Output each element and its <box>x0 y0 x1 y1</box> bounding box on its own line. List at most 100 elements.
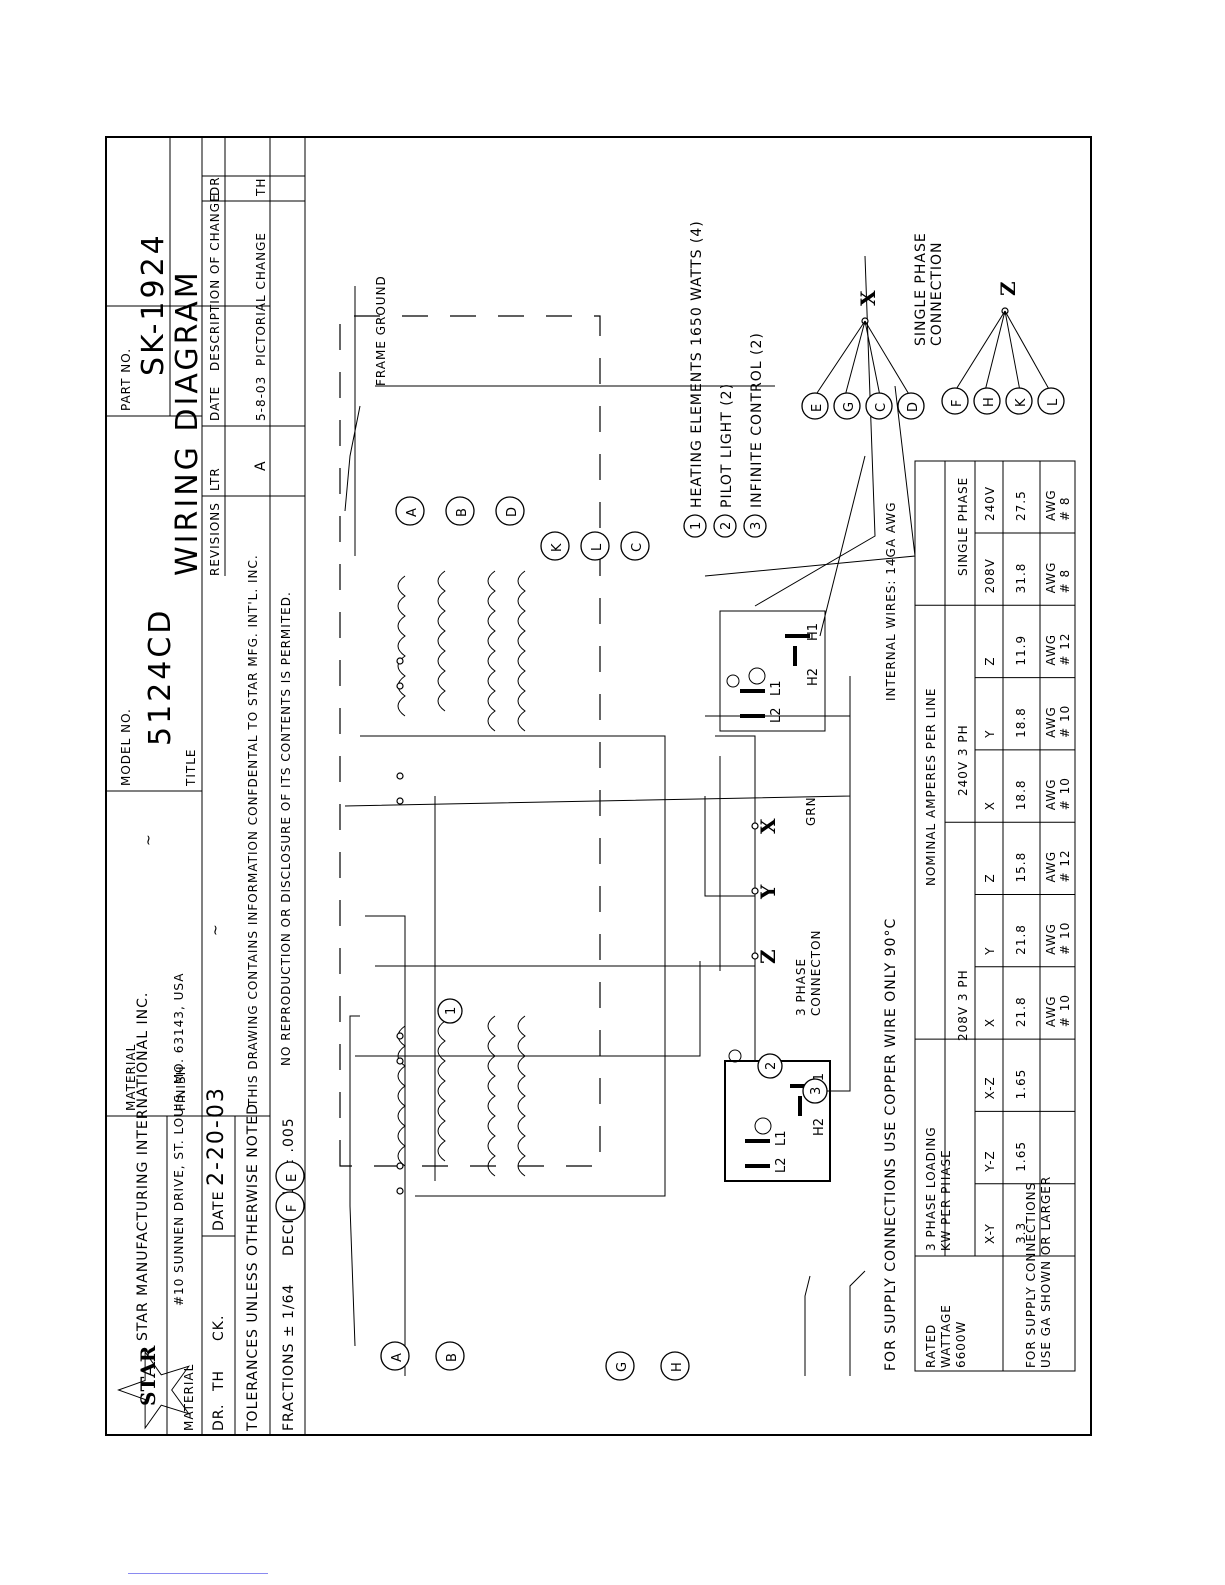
legend-num-1: 1 <box>689 522 704 530</box>
dr-label: DR. <box>211 1404 227 1431</box>
legend-heating-elements: HEATING ELEMENTS 1650 WATTS (4) <box>689 220 705 508</box>
bubble-f-left: F <box>285 1205 300 1212</box>
dr-value: TH <box>211 1370 227 1392</box>
drawing-svg: STAR STAR MANUFACTURING INTERNATIONAL IN… <box>105 136 1092 1436</box>
copper-wire-note: FOR SUPPLY CONNECTIONS USE COPPER WIRE O… <box>883 918 899 1371</box>
table-gauge: # 8 <box>1058 496 1072 521</box>
table-value: 18.8 <box>1014 779 1028 810</box>
table-gauge: # 12 <box>1058 632 1072 665</box>
table-col-head: X <box>983 1018 997 1027</box>
single-phase-group-z: Z F H K L <box>941 281 1065 415</box>
callouts: 1 2 3 <box>437 998 828 1104</box>
table-gauge: # 10 <box>1058 994 1072 1027</box>
frame-ground-label: FRAME GROUND <box>374 275 388 386</box>
group-x-g: G <box>842 402 857 412</box>
control-h1-right: H1 <box>806 623 821 641</box>
tolerances-note: TOLERANCES UNLESS OTHERWISE NOTED <box>245 1103 261 1432</box>
three-phase-label: 3 PHASE <box>794 958 808 1016</box>
model-number: 5124CD <box>143 608 178 746</box>
callout-3: 3 <box>809 1087 824 1095</box>
table-nominal: NOMINAL AMPERES PER LINE <box>924 688 938 887</box>
desc-label: DESCRIPTION OF CHANGE <box>208 193 222 371</box>
finish-value: ~ <box>208 923 224 936</box>
table-awg-label: AWG <box>1044 778 1058 810</box>
table-col-head: Z <box>983 656 997 665</box>
rev-date: 5-8-03 <box>254 376 268 421</box>
bubble-b-left: B <box>445 1353 460 1362</box>
ck-label: CK. <box>211 1315 227 1341</box>
star-logo: STAR <box>117 1345 191 1430</box>
table-col-head: X <box>983 801 997 810</box>
rotated-drawing: STAR STAR MANUFACTURING INTERNATIONAL IN… <box>105 136 1092 1436</box>
fractions-note: FRACTIONS ± 1/64 <box>281 1284 297 1431</box>
table-col-head: Y-Z <box>983 1150 997 1172</box>
table-loading-1: 3 PHASE LOADING <box>924 1126 938 1251</box>
material-label-2: MATERIAL <box>124 1044 138 1111</box>
heating-element-right <box>397 570 526 732</box>
bubble-l-top: L <box>590 543 605 551</box>
bubbles-left: A B G H F E <box>275 1161 690 1381</box>
control-l2-left: L2 <box>774 1157 789 1173</box>
control-h2-left: H2 <box>812 1118 827 1136</box>
legend-num-3: 3 <box>749 522 764 530</box>
table-col-head: 208V <box>983 558 997 593</box>
terminal-x: X <box>756 818 780 834</box>
group-x-c: C <box>874 403 889 412</box>
table-value: 27.5 <box>1014 490 1028 521</box>
table-col-head: Z <box>983 873 997 882</box>
date-value: 2-20-03 <box>204 1086 229 1186</box>
group-z-label: Z <box>996 281 1020 296</box>
table-240-3ph: 240V 3 PH <box>956 724 970 796</box>
table-gauge: # 12 <box>1058 849 1072 882</box>
bubble-k-top: K <box>550 543 565 552</box>
table-value: 11.9 <box>1014 635 1028 666</box>
footer-link-line <box>128 1573 268 1574</box>
table-rated: RATED <box>924 1324 938 1368</box>
wiring <box>344 255 916 1376</box>
company-name: STAR MANUFACTURING INTERNATIONAL INC. <box>135 992 151 1341</box>
single-phase-group-x: X E G C D <box>801 290 925 420</box>
table-awg-label: AWG <box>1044 489 1058 521</box>
title-label: TITLE <box>184 749 198 787</box>
control-h2-right: H2 <box>806 668 821 686</box>
control-l1-left: L1 <box>774 1130 789 1146</box>
bubble-c-top: C <box>630 543 645 552</box>
control-l1-right: L1 <box>769 680 784 696</box>
legend: 1 HEATING ELEMENTS 1650 WATTS (4) 2 PILO… <box>683 220 1065 538</box>
terminal-z: Z <box>756 949 780 964</box>
table-208-3ph: 208V 3 PH <box>956 969 970 1041</box>
grn-label: GRN <box>804 796 818 826</box>
part-label: PART NO. <box>119 348 133 411</box>
table-supply-2: USE GA SHOWN OR LARGER <box>1039 1176 1053 1368</box>
rev-dr-label: DR <box>208 176 222 196</box>
table-value: 15.8 <box>1014 852 1028 883</box>
group-z-h: H <box>982 397 997 407</box>
table-rated-value: 6600W <box>954 1321 968 1368</box>
table-awg-label: AWG <box>1044 851 1058 883</box>
connection-label: CONNECTON <box>809 930 823 1017</box>
terminal-y: Y <box>756 884 780 900</box>
group-x-e: E <box>810 404 825 412</box>
rev-dr: TH <box>254 178 268 197</box>
table-gauge: # 10 <box>1058 922 1072 955</box>
title-block: STAR STAR MANUFACTURING INTERNATIONAL IN… <box>105 136 306 1436</box>
single-phase-connection: CONNECTION <box>929 241 945 346</box>
table-awg-label: AWG <box>1044 923 1058 955</box>
rev-ltr: A <box>253 460 269 471</box>
logo-text: STAR <box>136 1345 160 1406</box>
table-gauge: # 10 <box>1058 777 1072 810</box>
table-wattage: WATTAGE <box>939 1304 953 1368</box>
table-single-phase: SINGLE PHASE <box>956 477 970 576</box>
control-l2-right: L2 <box>769 707 784 723</box>
date-label: DATE <box>211 1191 227 1231</box>
bubble-h-left: H <box>670 1362 685 1372</box>
rev-date-label: DATE <box>208 386 222 421</box>
table-awg-label: AWG <box>1044 634 1058 666</box>
material-label: MATERIAL <box>182 1364 196 1431</box>
part-number: SK-1924 <box>136 232 171 376</box>
confidential-line-2: NO REPRODUCTION OR DISCLOSURE OF ITS CON… <box>279 591 293 1066</box>
confidential-line-1: THIS DRAWING CONTAINS INFORMATION CONFDE… <box>246 554 260 1107</box>
table-col-head: X-Y <box>983 1223 997 1244</box>
single-phase-label: SINGLE PHASE <box>913 232 929 346</box>
table-value: 1.65 <box>1014 1141 1028 1172</box>
